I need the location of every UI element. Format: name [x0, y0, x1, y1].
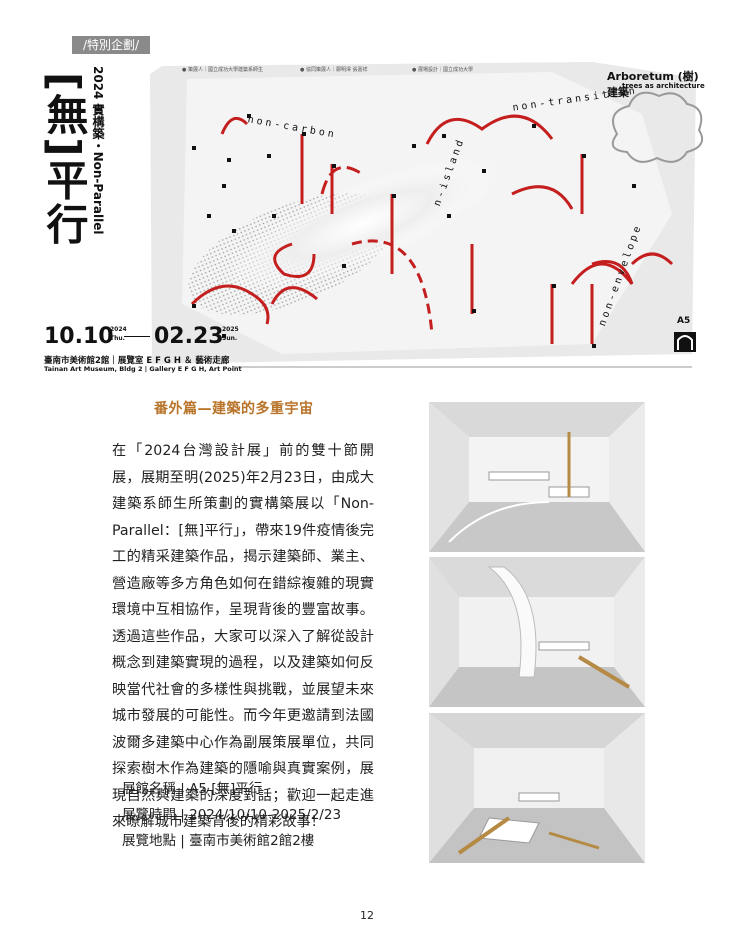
gallery-rendering-1	[429, 402, 645, 552]
section-tag: /特別企劃/	[72, 36, 150, 54]
gallery-rendering-3	[429, 713, 645, 863]
poster-title: [無]平行	[40, 72, 89, 247]
article-body: 在「2024台灣設計展」前的雙十節開展，展期至明(2025)年2月23日，由成大…	[112, 443, 374, 830]
poster-subtitle: 2024 實構築・Non-Parallel	[91, 66, 105, 235]
exhibition-poster: [無]平行 2024 實構築・Non-Parallel ● 策展人｜國立成功大學…	[32, 54, 708, 374]
poster-credit-1: ● 策展人｜國立成功大學建築系師生	[182, 67, 263, 73]
info-venue-name: 展館名稱 | A5 [無]平行	[122, 781, 263, 797]
info-exhibition-time: 展覽時間 | 2024/10/10-2025/2/23	[122, 807, 342, 823]
poster-arboretum: Arboretum (樹)建築	[607, 70, 699, 99]
poster-gallery-code: A5	[677, 316, 691, 326]
poster-venue-zh: 臺南市美術館2館｜展覽室 E F G H ＆ 藝術走廊	[44, 356, 230, 366]
poster-date-start-day: Thu.	[110, 335, 125, 342]
poster-arboretum-sub: trees as architecture	[622, 82, 705, 90]
date-separator	[124, 336, 150, 337]
section-heading: 番外篇—建築的多重宇宙	[154, 401, 314, 417]
gallery-rendering-2	[429, 557, 645, 707]
poster-date-end-day: Sun.	[222, 335, 238, 342]
page-number: 12	[360, 909, 374, 922]
poster-credit-3: ● 展場設計｜國立成功大學	[412, 67, 473, 73]
poster-credit-2: ● 協同策展人｜鄭明澤 張嘉祥	[300, 67, 368, 73]
poster-date-start: 10.10	[44, 324, 114, 349]
poster-date-end-year: 2025	[222, 326, 239, 333]
poster-date-end: 02.23	[154, 324, 224, 349]
poster-date-start-year: 2024	[110, 326, 127, 333]
poster-artwork	[150, 62, 703, 368]
poster-venue-en: Tainan Art Museum, Bldg 2 | Gallery E F …	[44, 365, 242, 373]
info-exhibition-place: 展覽地點 | 臺南市美術館2館2樓	[122, 833, 315, 849]
